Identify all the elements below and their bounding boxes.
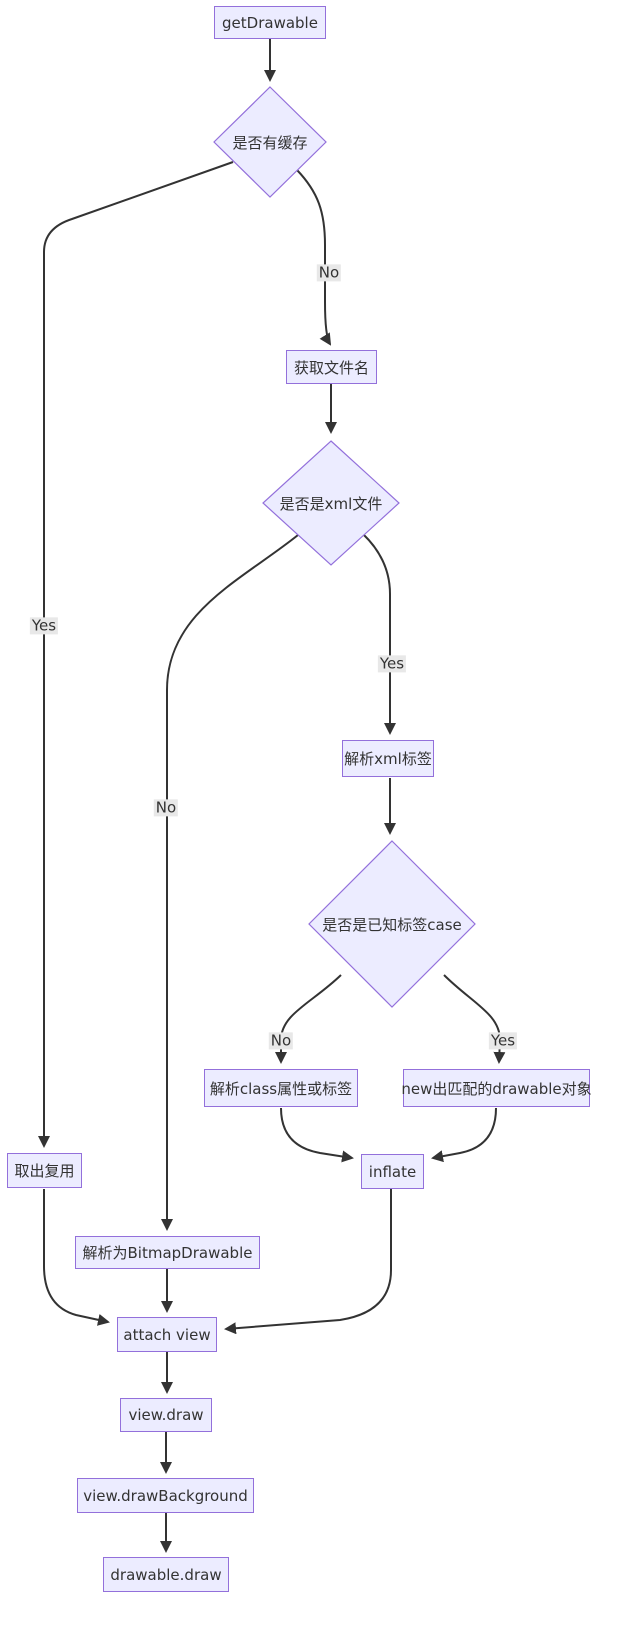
diamond-polygon-isKnownTag [308,840,476,1008]
diamond-shape-hasCache [213,86,327,198]
node-viewDraw: view.draw [120,1398,212,1432]
node-isXmlFile: 是否是xml文件 [262,440,400,566]
node-drawableDraw: drawable.draw [103,1557,229,1592]
node-label-drawableDraw: drawable.draw [110,1565,222,1584]
node-label-isKnownTag: 是否是已知标签case [322,915,462,934]
edge-label-isKnownTag-newDrawable: Yes [488,1031,518,1050]
node-reuse: 取出复用 [7,1153,82,1188]
edge-reuse-attachView [43,1189,110,1326]
node-label-parseBitmap: 解析为BitmapDrawable [82,1244,253,1262]
node-label-viewDrawBg: view.drawBackground [83,1486,248,1505]
node-viewDrawBg: view.drawBackground [77,1478,254,1513]
edge-isXmlFile-parseXmlTag [362,533,396,735]
edge-hasCache-getFileName [296,169,332,346]
node-label-parseClass: 解析class属性或标签 [209,1079,353,1098]
edge-label-hasCache-reuse: Yes [29,616,59,635]
node-attachView: attach view [117,1317,217,1352]
diamond-polygon-isXmlFile [262,440,400,566]
node-getDrawable: getDrawable [214,6,326,39]
edge-label-isXmlFile-parseXmlTag: Yes [377,654,407,673]
edge-parseClass-inflate [280,1107,354,1163]
node-hasCache: 是否有缓存 [213,86,327,198]
node-isKnownTag: 是否是已知标签case [308,840,476,1008]
edge-inflate-attachView [224,1189,392,1335]
node-label-getDrawable: getDrawable [222,13,318,32]
node-label-attachView: attach view [123,1325,211,1344]
edge-newDrawable-inflate [431,1107,497,1163]
diamond-shape-isXmlFile [262,440,400,566]
node-label-reuse: 取出复用 [14,1162,75,1180]
diamond-polygon-hasCache [213,86,327,198]
node-label-parseXmlTag: 解析xml标签 [344,750,432,768]
node-parseXmlTag: 解析xml标签 [342,740,434,777]
node-label-viewDraw: view.draw [128,1406,204,1424]
edge-isXmlFile-parseBitmap [161,534,299,1231]
node-label-isXmlFile: 是否是xml文件 [279,494,383,513]
node-getFileName: 获取文件名 [286,350,377,384]
edge-hasCache-reuse [38,161,234,1148]
edge-label-isXmlFile-parseBitmap: No [153,798,179,817]
node-newDrawable: new出匹配的drawable对象 [401,1069,592,1107]
node-label-getFileName: 获取文件名 [293,358,369,377]
edge-label-hasCache-getFileName: No [316,263,342,282]
diamond-shape-isKnownTag [308,840,476,1008]
edge-label-isKnownTag-parseClass: No [268,1031,294,1050]
node-parseClass: 解析class属性或标签 [204,1069,358,1107]
node-label-hasCache: 是否有缓存 [232,133,308,152]
node-label-newDrawable: new出匹配的drawable对象 [401,1079,592,1098]
node-inflate: inflate [361,1154,424,1189]
node-parseBitmap: 解析为BitmapDrawable [75,1236,260,1269]
node-label-inflate: inflate [368,1162,417,1181]
